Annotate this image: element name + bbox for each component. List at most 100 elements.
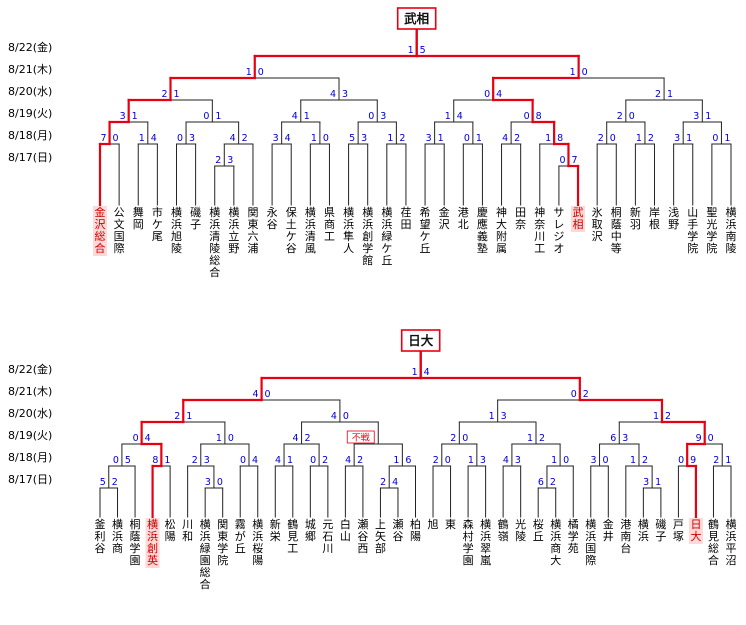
score-left: 1 xyxy=(545,133,551,144)
score-right: 1 xyxy=(173,89,179,100)
team-label-char: 谷 xyxy=(267,218,278,231)
team-label-char: 陵 xyxy=(515,530,526,543)
team-label-char: 平 xyxy=(726,542,737,555)
score-right: 0 xyxy=(603,455,609,466)
score-left: 2 xyxy=(380,477,386,488)
score-right: 7 xyxy=(571,155,577,166)
team-label-char: 野 xyxy=(228,242,239,255)
team-label-char: 緑 xyxy=(200,541,211,555)
team-label-char: 浜 xyxy=(305,218,316,231)
team-label-char: 属 xyxy=(496,242,507,255)
team-label-char: 保 xyxy=(286,205,297,219)
score-left: 1 xyxy=(630,455,636,466)
team-label-char: 院 xyxy=(217,553,228,567)
team-label-char: 手 xyxy=(687,217,698,231)
date-label: 8/22(金) xyxy=(8,40,52,54)
score-right: 8 xyxy=(536,111,542,122)
score-right: 1 xyxy=(304,111,310,122)
team-label-char: 浜 xyxy=(112,530,123,543)
score-left: 2 xyxy=(192,455,198,466)
score-right: 0 xyxy=(582,67,588,78)
score-left: 2 xyxy=(161,89,167,100)
score-right: 4 xyxy=(285,133,291,144)
team-label-char: オ xyxy=(553,242,564,255)
team-label-char: 工 xyxy=(324,230,335,243)
team-label-char: 橘 xyxy=(568,518,579,531)
team-label-char: 浜 xyxy=(252,530,263,543)
score-right: 0 xyxy=(265,389,271,400)
score-left: 2 xyxy=(215,155,221,166)
team-label-char: 岸 xyxy=(649,206,660,219)
score-left: 0 xyxy=(368,111,374,122)
score-right: 1 xyxy=(724,133,730,144)
walkover-label: 不戦 xyxy=(352,432,370,444)
team-label-char: 南 xyxy=(726,230,737,243)
team-label-char: 浦 xyxy=(247,242,258,255)
team-label-char: 桐 xyxy=(611,205,622,219)
champion-box xyxy=(400,329,441,352)
team-label-char: 金 xyxy=(95,205,106,219)
team-label-char: 陽 xyxy=(410,530,421,543)
team-label-char: 浜 xyxy=(228,218,239,231)
score-right: 1 xyxy=(132,111,138,122)
team-label-char: 蔭 xyxy=(611,218,622,231)
score-right: 4 xyxy=(252,455,258,466)
team-label-char: 東 xyxy=(247,218,258,231)
score-right: 2 xyxy=(242,133,248,144)
score-right: 0 xyxy=(228,433,234,444)
score-left: 2 xyxy=(450,433,456,444)
score-right: 3 xyxy=(227,155,233,166)
score-right: 4 xyxy=(151,133,157,144)
score-right: 2 xyxy=(112,477,118,488)
team-label-char: 横 xyxy=(638,517,649,531)
team-label-char: 桜 xyxy=(252,541,263,555)
team-label-char: 柏 xyxy=(410,517,421,531)
date-label: 8/20(水) xyxy=(8,407,52,420)
team-label-char: 旭 xyxy=(428,517,439,531)
team-label-char: 総 xyxy=(209,253,220,267)
team-label-char: 瀬 xyxy=(357,517,368,531)
team-label-char: 横 xyxy=(252,517,263,531)
team-label-char: 院 xyxy=(687,241,698,255)
score-left: 0 xyxy=(133,433,139,444)
score-right: 2 xyxy=(539,433,545,444)
score-right: 6 xyxy=(405,455,411,466)
team-label-char: 田 xyxy=(515,206,526,219)
score-right: 0 xyxy=(563,455,569,466)
team-label-char: 光 xyxy=(706,217,717,231)
score-left: 0 xyxy=(203,111,209,122)
score-left: 1 xyxy=(311,133,317,144)
score-right: 1 xyxy=(725,455,731,466)
score-right: 2 xyxy=(665,411,671,422)
team-label-char: 学 xyxy=(568,529,579,543)
score-left: 4 xyxy=(331,411,337,422)
team-label-char: 学 xyxy=(362,241,373,255)
team-label-char: 合 xyxy=(200,577,211,591)
score-left: 1 xyxy=(445,111,451,122)
team-label-char: 谷 xyxy=(95,542,106,555)
score-left: 4 xyxy=(503,455,509,466)
score-left: 1 xyxy=(412,367,418,378)
team-label-char: 際 xyxy=(114,242,125,255)
champion-name: 日大 xyxy=(408,333,434,348)
team-label-char: 浜 xyxy=(200,530,211,543)
team-label-char: 中 xyxy=(611,230,622,243)
team-label-char: 学 xyxy=(130,541,141,555)
score-right: 3 xyxy=(501,411,507,422)
team-label-char: 森 xyxy=(463,517,474,531)
team-label-char: 白 xyxy=(340,517,351,531)
score-right: 2 xyxy=(642,455,648,466)
team-label-char: サ xyxy=(553,206,564,219)
team-label-char: 尾 xyxy=(152,230,163,243)
score-right: 2 xyxy=(514,133,520,144)
team-label-char: 総 xyxy=(200,565,211,579)
team-label-char: 山 xyxy=(340,530,351,543)
team-label-char: 県 xyxy=(324,206,335,219)
team-label-char: 南 xyxy=(620,530,631,543)
team-label-char: 取 xyxy=(592,218,603,231)
team-label-char: 望 xyxy=(420,218,431,231)
score-left: 2 xyxy=(433,455,439,466)
team-label-char: 浜 xyxy=(638,530,649,543)
team-label-char: 谷 xyxy=(286,242,297,255)
score-left: 1 xyxy=(139,133,145,144)
